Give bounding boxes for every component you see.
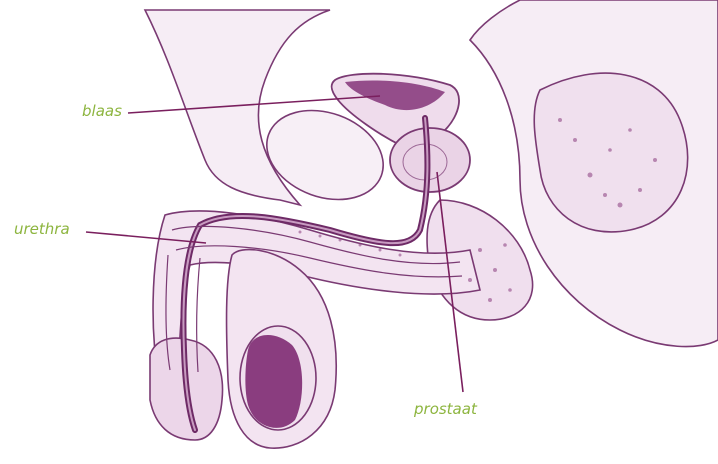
soft-tissue [145,0,718,448]
label-blaas: blaas [82,104,122,119]
label-prostaat: prostaat [414,402,477,417]
testis-shape [240,326,316,430]
label-urethra: urethra [14,222,70,237]
